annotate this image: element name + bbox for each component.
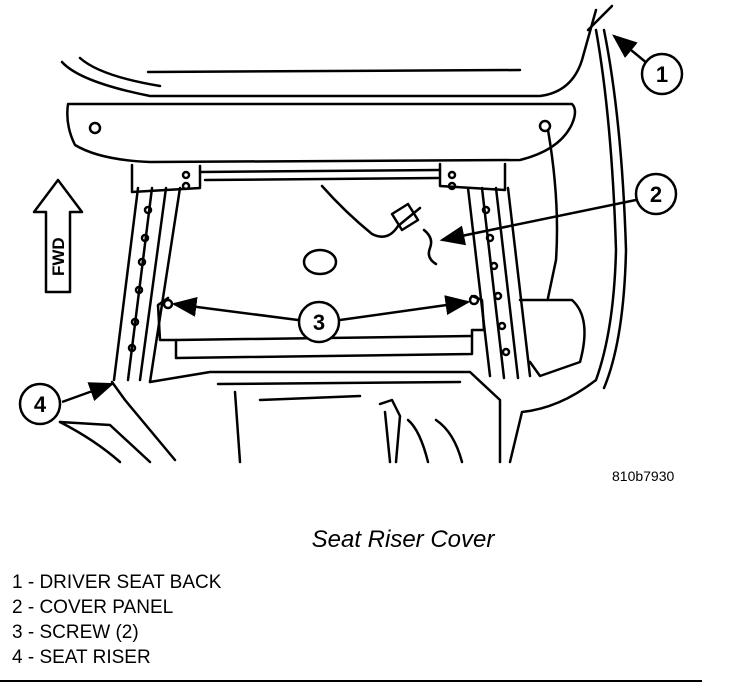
legend-item: 3 - SCREW (2) xyxy=(12,622,139,643)
forward-direction-arrow: FWD xyxy=(32,178,84,294)
access-hole xyxy=(302,248,338,276)
seat-assembly-linework xyxy=(58,4,628,464)
callout-leaders xyxy=(61,34,649,404)
legend-list: 1 - DRIVER SEAT BACK 2 - COVER PANEL 3 -… xyxy=(12,570,221,670)
leader-4 xyxy=(61,382,115,404)
bottom-rule xyxy=(0,680,702,682)
driver-seat-back xyxy=(60,4,614,98)
callout-4-number: 4 xyxy=(34,392,47,417)
callout-1-number: 1 xyxy=(656,62,668,87)
leader-2 xyxy=(439,198,637,246)
direction-label: FWD xyxy=(49,237,68,276)
cover-panel-squiggle xyxy=(422,228,438,266)
wire-harness xyxy=(320,184,422,238)
callout-3: 3 xyxy=(297,300,341,344)
leader-1 xyxy=(612,34,649,65)
figure-id: 810b7930 xyxy=(612,468,675,484)
callout-2-number: 2 xyxy=(650,182,662,207)
side-trim xyxy=(508,28,628,464)
seat-cushion-frame xyxy=(66,102,577,164)
mounting-brackets xyxy=(130,162,507,194)
leader-3-right xyxy=(339,295,471,322)
callout-3-number: 3 xyxy=(313,310,325,335)
callout-1: 1 xyxy=(640,52,684,96)
right-seat-riser-rail xyxy=(466,186,532,380)
legend-item: 2 - COVER PANEL xyxy=(12,597,174,618)
leader-3-left xyxy=(171,296,299,322)
callout-2: 2 xyxy=(634,172,678,216)
floor-tunnel xyxy=(58,370,502,464)
figure-caption: Seat Riser Cover xyxy=(311,526,495,553)
harness-connector xyxy=(390,202,420,232)
legend-item: 1 - DRIVER SEAT BACK xyxy=(12,572,222,593)
seat-riser-illustration: FWD 1 2 3 4 xyxy=(18,4,684,464)
callout-4: 4 xyxy=(18,382,62,426)
left-seat-riser-rail xyxy=(112,186,182,384)
legend-item: 4 - SEAT RISER xyxy=(12,647,151,668)
